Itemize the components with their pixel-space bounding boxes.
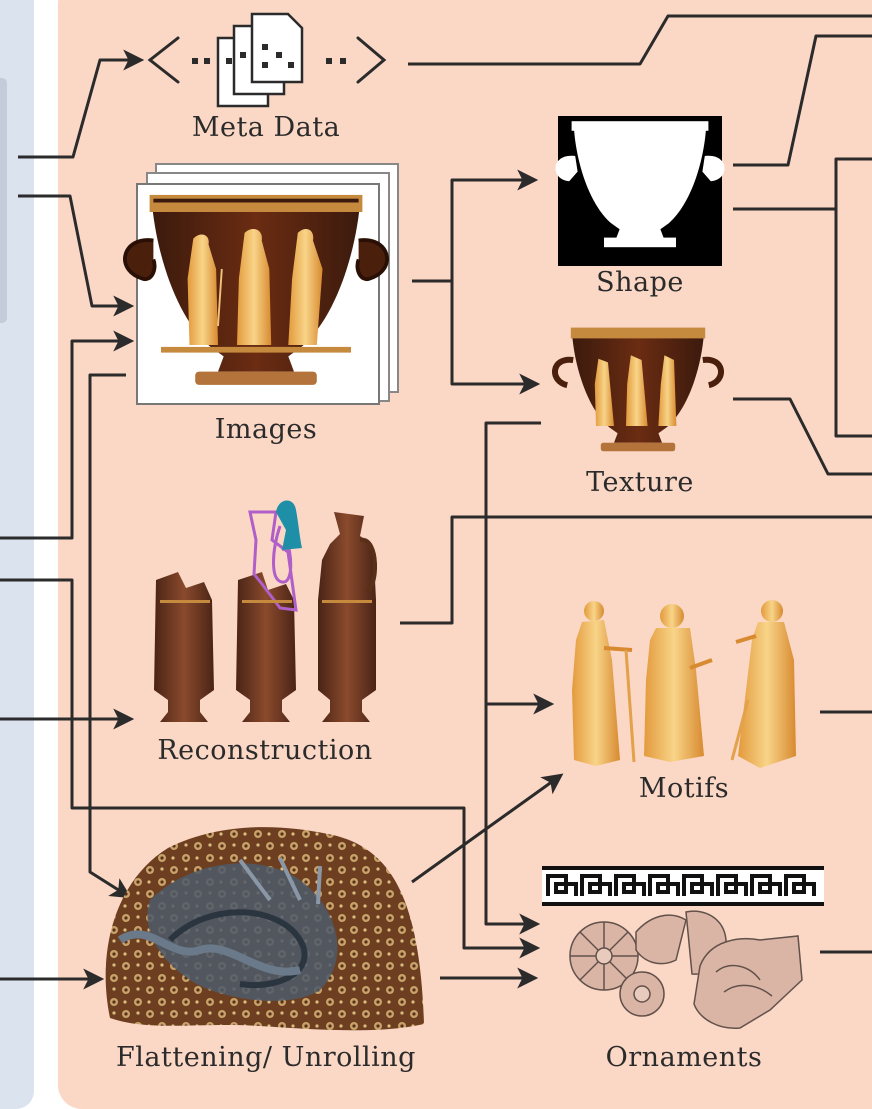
edges — [0, 14, 872, 990]
figure-motifs — [572, 600, 796, 768]
edge-to-images-1 — [18, 194, 135, 317]
label-ornaments: Ornaments — [605, 1042, 763, 1073]
label-motifs: Motifs — [638, 773, 730, 804]
vase-image-stack — [123, 163, 399, 405]
code-document-icon — [147, 12, 387, 108]
edge-images-to-shape — [412, 169, 539, 283]
edge-reconstruction-out — [400, 515, 872, 625]
label-shape: Shape — [596, 267, 684, 298]
vase-texture — [552, 327, 724, 452]
edge-left-to-ornaments — [0, 578, 541, 959]
edge-shape-out-1 — [733, 34, 872, 167]
left-panel — [0, 0, 34, 1109]
label-meta-data: Meta Data — [191, 112, 341, 143]
unrolled-surface — [105, 827, 424, 1031]
label-flattening: Flattening/ Unrolling — [116, 1042, 416, 1073]
edge-texture-to-ornaments — [484, 421, 541, 935]
edge-images-to-flattening — [88, 373, 132, 899]
meander-and-palmette — [542, 866, 824, 1029]
label-texture: Texture — [586, 467, 694, 498]
edge-flattening-to-motifs — [411, 773, 564, 884]
vase-silhouette-mask — [555, 116, 725, 266]
edge-to-images-2 — [0, 330, 135, 540]
edge-shape-out-3 — [834, 209, 872, 438]
edge-meta-out — [408, 14, 872, 66]
edge-texture-out — [733, 397, 872, 476]
edge-shape-out-2 — [733, 157, 872, 211]
left-panel-tab — [0, 78, 7, 323]
label-images: Images — [214, 414, 318, 445]
lekythos-reconstruction — [154, 500, 377, 722]
label-reconstruction: Reconstruction — [157, 735, 373, 766]
edge-to-meta-data — [18, 49, 145, 159]
edge-images-to-texture — [450, 281, 541, 395]
